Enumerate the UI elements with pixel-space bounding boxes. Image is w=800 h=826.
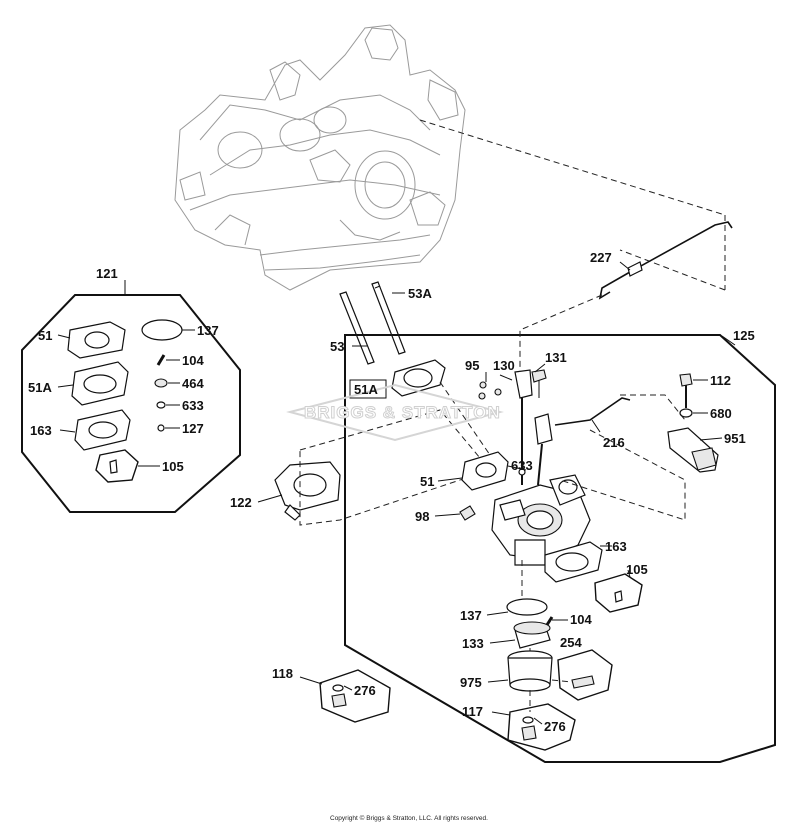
- callout-216[interactable]: 216: [603, 435, 625, 450]
- screws-95: [478, 381, 502, 400]
- governor-link-227: [598, 221, 733, 300]
- callout-51A-main[interactable]: 51A: [354, 382, 378, 397]
- watermark-text: BRIGGS & STRATTON: [304, 403, 501, 422]
- kit-121-outline: [21, 294, 241, 513]
- kit-seal-464: [154, 378, 168, 388]
- callout-121[interactable]: 121: [96, 266, 118, 281]
- callout-464[interactable]: 464: [182, 376, 204, 391]
- callout-53[interactable]: 53: [330, 339, 344, 354]
- choke-link-216: [554, 397, 631, 426]
- kit-gasket-51: [67, 321, 126, 359]
- drain-screw-276-a: [331, 684, 347, 708]
- label-51A-box: [349, 379, 387, 399]
- callout-51-kit[interactable]: 51: [38, 328, 52, 343]
- callout-53A[interactable]: 53A: [408, 286, 432, 301]
- callout-118[interactable]: 118: [272, 666, 293, 681]
- kit-jet-105: [109, 459, 118, 474]
- callout-104-kit[interactable]: 104: [182, 353, 204, 368]
- callout-137-main[interactable]: 137: [460, 608, 482, 623]
- kit-oring-127: [157, 424, 165, 432]
- oring-137: [506, 598, 548, 616]
- float-133: [513, 621, 551, 649]
- callout-112[interactable]: 112: [710, 373, 731, 388]
- callout-254[interactable]: 254: [560, 635, 582, 650]
- bowl-975: [507, 650, 553, 692]
- screw-254: [571, 675, 595, 689]
- callout-163-main[interactable]: 163: [605, 539, 627, 554]
- callout-131[interactable]: 131: [545, 350, 567, 365]
- washer-680: [679, 408, 693, 418]
- callout-951[interactable]: 951: [724, 431, 746, 446]
- callout-51-main[interactable]: 51: [420, 474, 434, 489]
- gasket-51: [461, 451, 509, 491]
- callout-276-a[interactable]: 276: [354, 683, 376, 698]
- copyright-footer: Copyright © Briggs & Stratton, LLC. All …: [330, 814, 488, 822]
- adapter-122: [274, 461, 341, 521]
- drain-screw-276-b: [521, 716, 537, 741]
- callout-276-b[interactable]: 276: [544, 719, 566, 734]
- callout-125[interactable]: 125: [733, 328, 755, 343]
- callout-105-main[interactable]: 105: [626, 562, 648, 577]
- callout-137-kit[interactable]: 137: [197, 323, 219, 338]
- callout-117[interactable]: 117: [462, 704, 483, 719]
- engine-block-illustration: [174, 24, 466, 291]
- screw-98: [459, 505, 476, 521]
- callout-975[interactable]: 975: [460, 675, 482, 690]
- control-lever-951: [667, 427, 719, 473]
- callout-95[interactable]: 95: [465, 358, 479, 373]
- screw-254-box: [557, 649, 613, 701]
- callout-227[interactable]: 227: [590, 250, 612, 265]
- callout-98[interactable]: 98: [415, 509, 429, 524]
- callout-127[interactable]: 127: [182, 421, 204, 436]
- callout-133[interactable]: 133: [462, 636, 484, 651]
- choke-shaft: [534, 413, 553, 445]
- drain-118-box: [319, 669, 391, 723]
- drain-117-box: [507, 703, 576, 751]
- callout-122[interactable]: 122: [230, 495, 252, 510]
- screw-112: [679, 373, 693, 408]
- kit-gasket-163: [74, 409, 131, 451]
- callout-680[interactable]: 680: [710, 406, 732, 421]
- callout-105-kit[interactable]: 105: [162, 459, 184, 474]
- callout-163-kit[interactable]: 163: [30, 423, 52, 438]
- callout-130[interactable]: 130: [493, 358, 515, 373]
- kit-105-small-box: [95, 449, 139, 483]
- callout-633-kit[interactable]: 633: [182, 398, 204, 413]
- assembly-125-outline: [344, 334, 776, 763]
- kit-pin-104: [156, 354, 166, 366]
- jet-105: [614, 590, 623, 603]
- callout-51A-kit[interactable]: 51A: [28, 380, 52, 395]
- kit-oring-137: [141, 319, 183, 341]
- kit-washer-633: [156, 401, 166, 409]
- brand-watermark: BRIGGS & STRATTON: [286, 383, 504, 442]
- callout-104-main[interactable]: 104: [570, 612, 592, 627]
- kit-gasket-51A: [71, 361, 129, 406]
- gasket-163: [544, 541, 603, 583]
- callout-633-main[interactable]: 633: [511, 458, 533, 473]
- screw-131: [531, 369, 547, 398]
- jet-105-box: [594, 573, 643, 613]
